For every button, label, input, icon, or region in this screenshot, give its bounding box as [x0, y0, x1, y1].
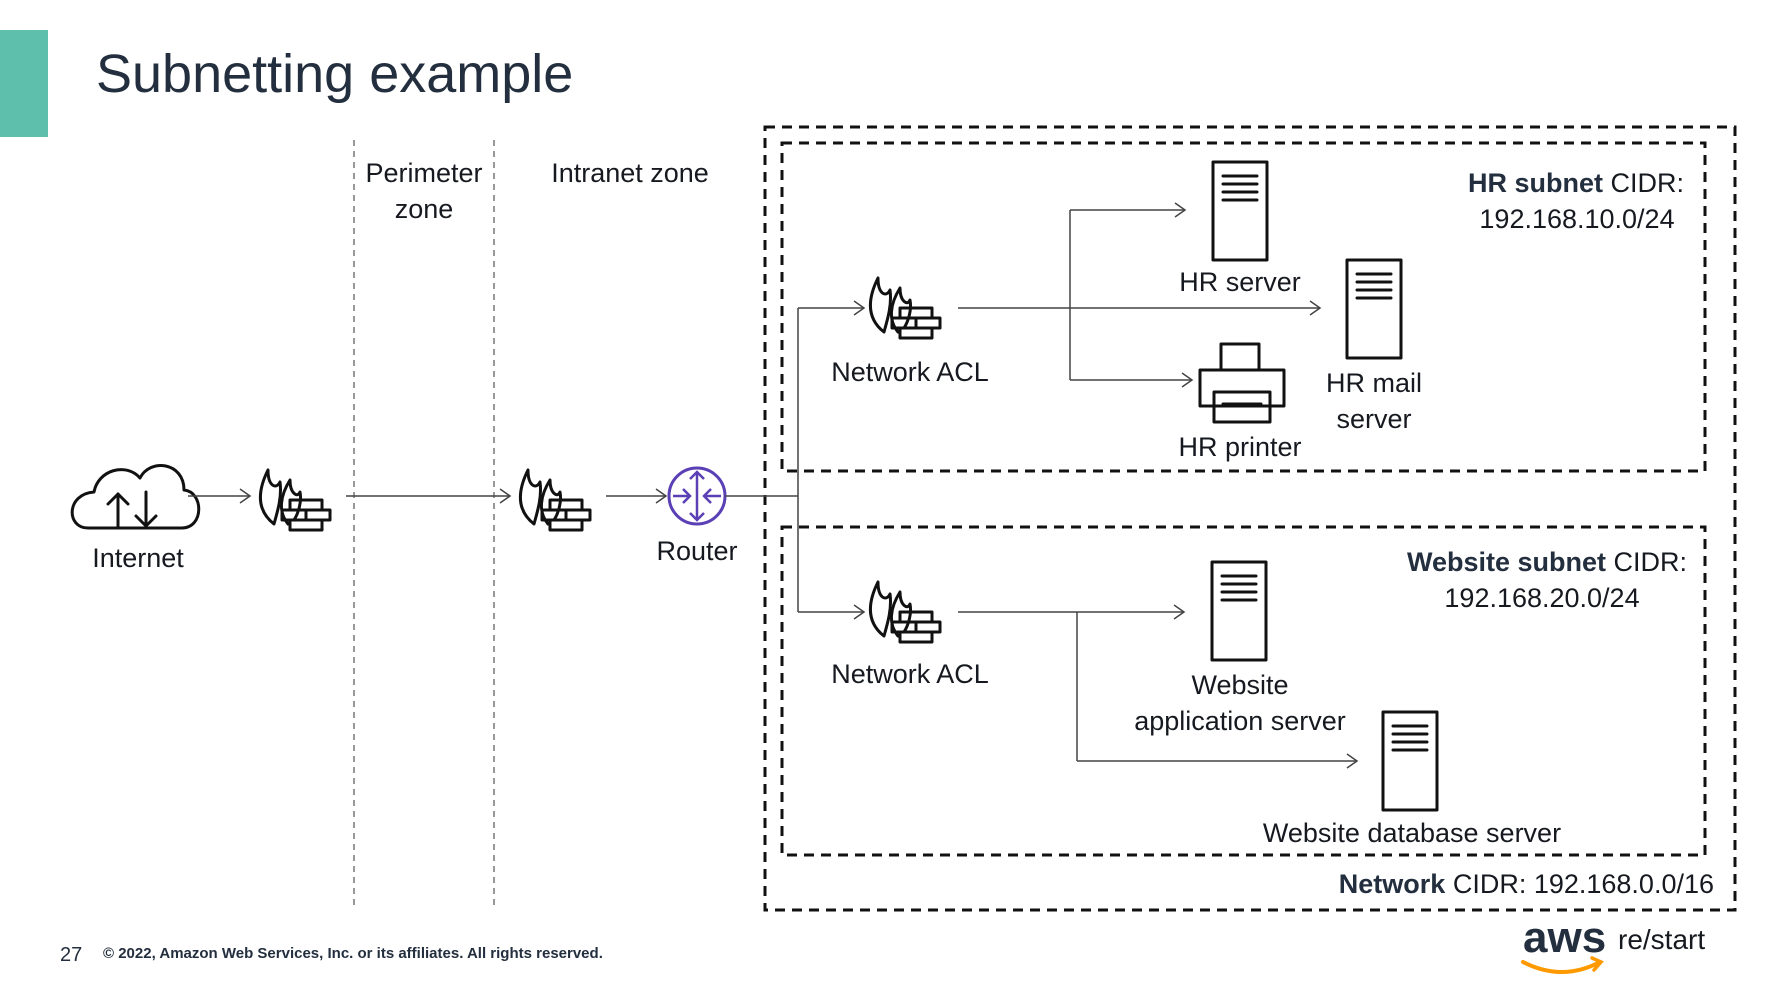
website-cidr-label: CIDR:	[1606, 547, 1687, 577]
internet-cloud-icon	[70, 464, 201, 530]
hr-mail-server-icon	[1345, 258, 1403, 360]
website-subnet-cidr: 192.168.20.0/24	[1444, 583, 1639, 613]
website-app-server-label: Website	[1191, 670, 1288, 700]
hr-mail-server-label: HR mail	[1326, 368, 1422, 398]
network-name: Network	[1339, 869, 1447, 899]
intranet-zone-label: Intranet zone	[551, 158, 709, 188]
accent-bar	[0, 30, 48, 137]
network-box	[763, 125, 1737, 912]
hr-subnet-label: HR subnet CIDR:	[1468, 168, 1684, 198]
router-icon	[667, 466, 727, 526]
perimeter-zone-label-2: zone	[395, 194, 454, 224]
hr-printer-label: HR printer	[1178, 432, 1301, 462]
website-app-server-icon	[1210, 560, 1268, 662]
internet-label: Internet	[92, 543, 184, 573]
restart-logo-text: re/start	[1618, 924, 1705, 955]
copyright: © 2022, Amazon Web Services, Inc. or its…	[103, 945, 603, 962]
website-app-server-label-2: application server	[1134, 706, 1346, 736]
website-network-acl-icon	[868, 580, 942, 644]
connector-arrows	[188, 202, 1359, 769]
hr-server-icon	[1211, 160, 1269, 262]
hr-subnet-cidr: 192.168.10.0/24	[1479, 204, 1674, 234]
intranet-firewall-icon	[518, 468, 592, 532]
perimeter-zone-label: Perimeter	[365, 158, 482, 188]
hr-network-acl-label: Network ACL	[831, 357, 989, 387]
aws-logo-text: aws	[1523, 913, 1606, 962]
hr-printer-icon	[1198, 342, 1286, 424]
hr-cidr-label: CIDR:	[1603, 168, 1684, 198]
website-subnet-name: Website subnet	[1407, 547, 1606, 577]
website-network-acl-label: Network ACL	[831, 659, 989, 689]
page-number: 27	[60, 944, 82, 966]
hr-subnet-box	[780, 141, 1707, 473]
website-db-server-label: Website database server	[1263, 818, 1561, 848]
website-subnet-box	[780, 525, 1707, 857]
aws-restart-logo: aws re/start	[1521, 913, 1705, 974]
network-cidr-label: Network CIDR: 192.168.0.0/16	[1339, 869, 1714, 899]
page-title: Subnetting example	[96, 44, 573, 104]
hr-network-acl-icon	[868, 276, 942, 340]
router-label: Router	[656, 536, 737, 566]
network-cidr: CIDR: 192.168.0.0/16	[1445, 869, 1714, 899]
website-subnet-label: Website subnet CIDR:	[1407, 547, 1687, 577]
hr-server-label: HR server	[1179, 267, 1301, 297]
perimeter-firewall-icon	[258, 468, 332, 532]
hr-mail-server-label-2: server	[1336, 404, 1411, 434]
website-db-server-icon	[1381, 710, 1439, 812]
hr-subnet-name: HR subnet	[1468, 168, 1603, 198]
